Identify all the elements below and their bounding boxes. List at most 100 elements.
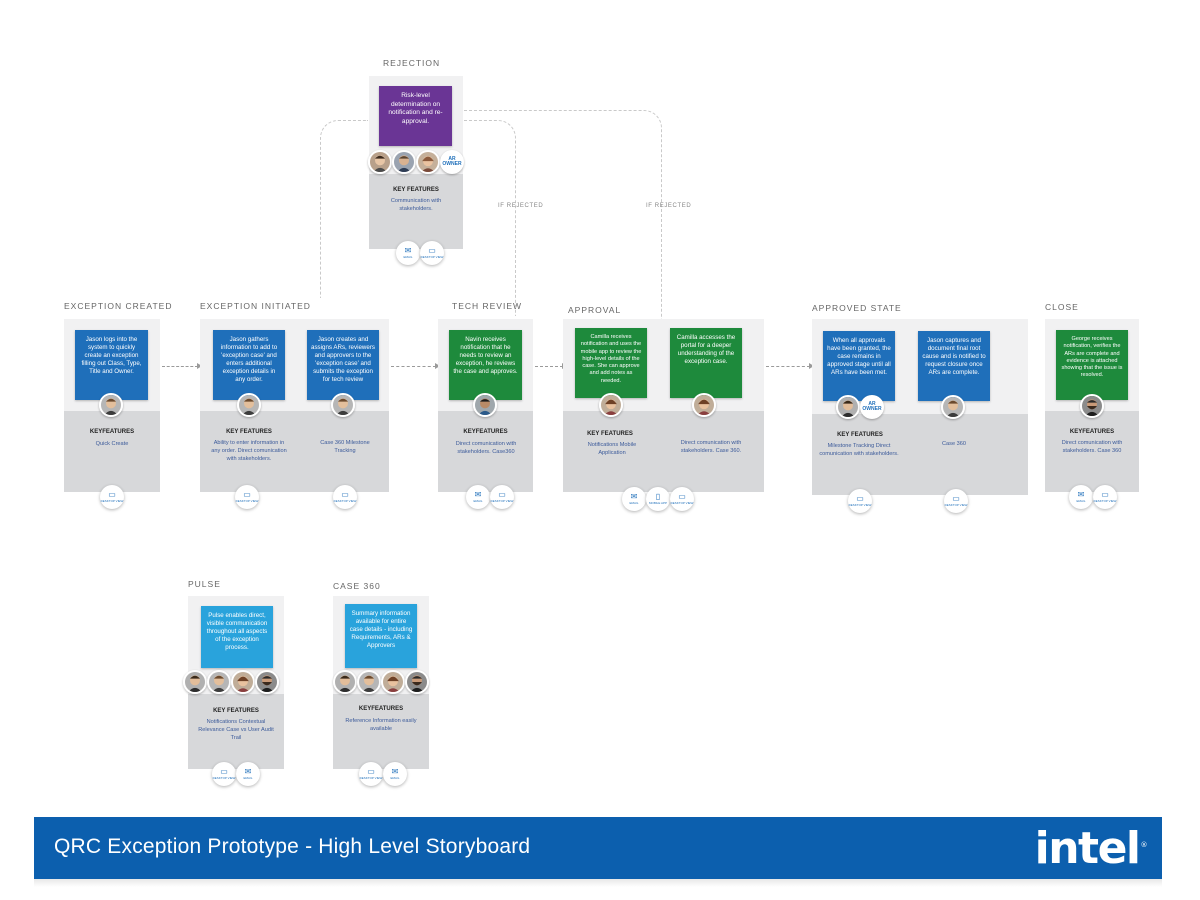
- key-features-case360: Reference Information easily available: [345, 718, 417, 732]
- feature-email-close[interactable]: ✉EMAIL: [1069, 485, 1093, 509]
- feature-desktop-created[interactable]: ▭DESKTOP VIEW: [100, 485, 124, 509]
- avatar-camilla: [692, 393, 716, 417]
- key-features-approved-2: Case 360: [942, 441, 966, 447]
- if-rejected-label-2: IF REJECTED: [646, 203, 692, 209]
- email-icon: ✉: [1077, 490, 1085, 499]
- avatar-person: [368, 150, 392, 174]
- card-rejection: Risk-level determination on notification…: [379, 86, 452, 146]
- badge-ar-owner: AR OWNER: [860, 395, 884, 419]
- avatar-person: [836, 395, 860, 419]
- key-features-created: Quick Create: [95, 441, 129, 447]
- email-icon: ✉: [630, 492, 638, 501]
- footer-title: QRC Exception Prototype - High Level Sto…: [54, 835, 531, 858]
- desktop-icon: ▭: [243, 490, 251, 499]
- desktop-icon: ▭: [1101, 490, 1109, 499]
- feature-email-pulse[interactable]: ✉EMAIL: [236, 762, 260, 786]
- stage-label-tech-review: TECH REVIEW: [452, 301, 523, 311]
- key-features-title: KEY FEATURES: [837, 432, 883, 438]
- feature-desktop-case360[interactable]: ▭DESKTOP VIEW: [359, 762, 383, 786]
- desktop-icon: ▭: [367, 767, 375, 776]
- key-features-title: KEYFEATURES: [358, 706, 404, 712]
- avatar-person: [381, 670, 405, 694]
- desktop-icon: ▭: [952, 494, 960, 503]
- card-exception-created: Jason logs into the system to quickly cr…: [75, 330, 148, 400]
- feature-email-tech-review[interactable]: ✉EMAIL: [466, 485, 490, 509]
- card-close: George receives notification, verifies t…: [1056, 330, 1128, 400]
- feature-desktop-close[interactable]: ▭DESKTOP VIEW: [1093, 485, 1117, 509]
- feature-desktop-initiated-2[interactable]: ▭DESKTOP VIEW: [333, 485, 357, 509]
- avatar-person: [207, 670, 231, 694]
- feature-email-rejection[interactable]: ✉EMAIL: [396, 241, 420, 265]
- avatar-navin: [473, 393, 497, 417]
- avatar-person: [392, 150, 416, 174]
- avatar-person: [416, 150, 440, 174]
- avatar-person: [255, 670, 279, 694]
- card-approval-2: Camilla accesses the portal for a deeper…: [670, 328, 742, 398]
- key-features-title: KEY FEATURES: [587, 431, 633, 437]
- key-features-approval-1: Notifications Mobile Application: [587, 442, 637, 456]
- feature-email-approval[interactable]: ✉EMAIL: [622, 487, 646, 511]
- desktop-icon: ▭: [856, 494, 864, 503]
- stage-label-case360: CASE 360: [333, 581, 381, 591]
- feature-desktop-approval[interactable]: ▭DESKTOP VIEW: [670, 487, 694, 511]
- rejection-loop-left: [320, 120, 368, 298]
- feature-desktop-tech-review[interactable]: ▭DESKTOP VIEW: [490, 485, 514, 509]
- stage-label-pulse: PULSE: [188, 579, 221, 589]
- card-initiated-1: Jason gathers information to add to 'exc…: [213, 330, 285, 400]
- email-icon: ✉: [404, 246, 412, 255]
- card-approved-2: Jason captures and document final root c…: [918, 331, 990, 401]
- key-features-rejection: Communication with stakeholders.: [390, 198, 442, 212]
- stage-label-rejection: REJECTION: [383, 58, 441, 68]
- rejection-loop-approval: [464, 110, 662, 320]
- feature-mobile-approval[interactable]: ▯MOBILE APP: [646, 487, 670, 511]
- key-features-approved-1: Milestone Tracking Direct comunication w…: [819, 443, 899, 457]
- feature-desktop-approved-2[interactable]: ▭DESKTOP VIEW: [944, 489, 968, 513]
- key-features-title: KEY FEATURES: [226, 429, 272, 435]
- avatar-jason: [237, 393, 261, 417]
- stage-label-approval: APPROVAL: [568, 305, 622, 315]
- feature-desktop-approved-1[interactable]: ▭DESKTOP VIEW: [848, 489, 872, 513]
- key-features-title: KEY FEATURES: [393, 187, 439, 193]
- key-features-close: Direct comunication with stakeholders. C…: [1061, 440, 1123, 454]
- badge-ar-owner: AR OWNER: [440, 150, 464, 174]
- feature-desktop-pulse[interactable]: ▭DESKTOP VIEW: [212, 762, 236, 786]
- stage-label-exception-created: EXCEPTION CREATED: [64, 301, 173, 311]
- mobile-icon: ▯: [655, 492, 661, 501]
- panel-approval: [563, 319, 764, 492]
- card-initiated-2: Jason creates and assigns ARs, reviewers…: [307, 330, 379, 400]
- key-features-title: KEYFEATURES: [89, 429, 135, 435]
- rejection-loop-tech: [464, 120, 516, 316]
- feature-desktop-initiated-1[interactable]: ▭DESKTOP VIEW: [235, 485, 259, 509]
- key-features-approval-2: Direct comunication with stakeholders. C…: [680, 440, 742, 454]
- email-icon: ✉: [474, 490, 482, 499]
- desktop-icon: ▭: [341, 490, 349, 499]
- avatar-person: [183, 670, 207, 694]
- card-pulse: Pulse enables direct, visible communicat…: [201, 606, 273, 668]
- card-approval-1: Camilla receives notification and uses t…: [575, 328, 647, 398]
- avatar-person: [405, 670, 429, 694]
- key-features-tech-review: Direct comunication with stakeholders. C…: [455, 441, 517, 455]
- flow-arrow: [162, 363, 202, 369]
- footer-shadow: [34, 879, 1162, 887]
- desktop-icon: ▭: [428, 246, 436, 255]
- key-features-title: KEYFEATURES: [1069, 429, 1115, 435]
- card-approved-1: When all approvals have been granted, th…: [823, 331, 895, 401]
- email-icon: ✉: [391, 767, 399, 776]
- avatar-jason: [941, 395, 965, 419]
- stage-label-close: CLOSE: [1045, 302, 1079, 312]
- card-case360: Summary information available for entire…: [345, 604, 417, 668]
- desktop-icon: ▭: [678, 492, 686, 501]
- desktop-icon: ▭: [498, 490, 506, 499]
- feature-desktop-rejection[interactable]: ▭DESKTOP VIEW: [420, 241, 444, 265]
- key-features-title: KEYFEATURES: [463, 429, 508, 435]
- avatar-camilla: [599, 393, 623, 417]
- avatar-jason: [99, 393, 123, 417]
- desktop-icon: ▭: [108, 490, 116, 499]
- feature-email-case360[interactable]: ✉EMAIL: [383, 762, 407, 786]
- key-features-pulse: Notifications Contextual Relevance Case …: [198, 719, 274, 741]
- card-tech-review: Navin receives notification that he need…: [449, 330, 522, 400]
- key-features-initiated-2: Case 360 Milestone Tracking: [320, 440, 370, 454]
- flow-arrow: [535, 363, 567, 369]
- avatar-person: [333, 670, 357, 694]
- avatar-person: [357, 670, 381, 694]
